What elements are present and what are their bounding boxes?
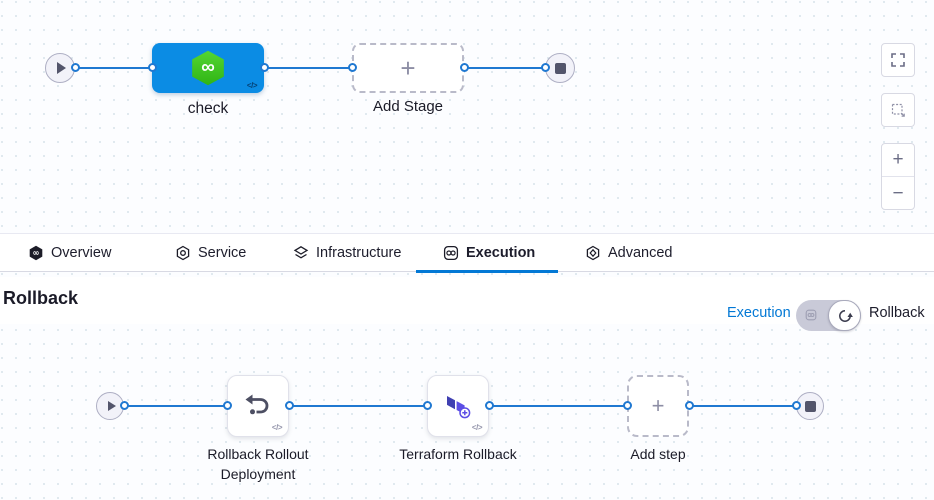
toggle-thumb[interactable] bbox=[828, 300, 861, 331]
connector-port[interactable] bbox=[541, 63, 550, 72]
stage-yaml-icon: </> bbox=[246, 81, 258, 90]
stop-icon bbox=[554, 62, 566, 74]
connector-port[interactable] bbox=[71, 63, 80, 72]
zoom-controls: + − bbox=[881, 143, 915, 210]
connector-port[interactable] bbox=[623, 401, 632, 410]
plus-icon: + bbox=[651, 393, 665, 418]
execution-rollback-toggle[interactable] bbox=[796, 300, 861, 331]
step-yaml-icon: </> bbox=[471, 423, 483, 432]
rollback-execution-canvas[interactable]: Rollback Execution Rollback bbox=[0, 272, 934, 500]
svg-text:∞: ∞ bbox=[32, 248, 39, 258]
connector-port[interactable] bbox=[423, 401, 432, 410]
connector-port[interactable] bbox=[223, 401, 232, 410]
tab-label: Infrastructure bbox=[316, 244, 402, 261]
fullscreen-button[interactable] bbox=[881, 43, 915, 77]
connector-port[interactable] bbox=[348, 63, 357, 72]
connector-port[interactable] bbox=[792, 401, 801, 410]
plus-icon: + bbox=[892, 149, 904, 170]
zoom-out-button[interactable]: − bbox=[882, 177, 914, 210]
step-yaml-icon: </> bbox=[271, 423, 283, 432]
step-node-rollback-rollout-deployment[interactable]: </> bbox=[227, 375, 289, 437]
stage-canvas[interactable]: ∞ </> check + Add Stage bbox=[0, 0, 934, 233]
step-node-terraform-rollback[interactable]: </> bbox=[427, 375, 489, 437]
add-stage-label: Add Stage bbox=[372, 98, 444, 115]
tab-infrastructure[interactable]: Infrastructure bbox=[293, 234, 401, 271]
harness-cd-stage-icon: ∞ bbox=[192, 50, 224, 86]
execution-mode-link[interactable]: Execution bbox=[727, 305, 791, 321]
tab-label: Overview bbox=[51, 244, 112, 261]
execution-mini-icon bbox=[805, 309, 817, 321]
tab-service[interactable]: Service bbox=[175, 234, 246, 271]
tab-label: Advanced bbox=[608, 244, 673, 261]
connector-port[interactable] bbox=[260, 63, 269, 72]
rollback-section-title: Rollback bbox=[3, 288, 79, 308]
stop-icon bbox=[804, 400, 816, 412]
add-step-button[interactable]: + bbox=[627, 375, 689, 437]
stage-connector-line bbox=[60, 67, 560, 69]
rollback-arrow-icon bbox=[245, 394, 269, 415]
stage-label: check bbox=[187, 100, 229, 117]
marquee-select-button[interactable] bbox=[881, 93, 915, 127]
add-step-label: Add step bbox=[630, 446, 686, 462]
tab-label: Service bbox=[198, 244, 247, 261]
active-tab-underline bbox=[416, 270, 558, 273]
add-stage-button[interactable]: + bbox=[352, 43, 464, 93]
stage-config-tabs: ∞ Overview Service Infrastructure bbox=[0, 233, 934, 273]
pipeline-start-node bbox=[45, 53, 75, 83]
rollback-mode-label: Rollback bbox=[869, 305, 925, 321]
fullscreen-icon bbox=[891, 53, 905, 67]
tab-advanced[interactable]: Advanced bbox=[585, 234, 673, 271]
connector-port[interactable] bbox=[148, 63, 157, 72]
connector-port[interactable] bbox=[285, 401, 294, 410]
marquee-select-icon bbox=[891, 103, 905, 117]
minus-icon: − bbox=[892, 182, 904, 204]
play-icon bbox=[107, 401, 116, 411]
tab-label: Execution bbox=[466, 244, 536, 261]
play-icon bbox=[57, 62, 66, 74]
connector-port[interactable] bbox=[485, 401, 494, 410]
stage-node-check[interactable]: ∞ </> bbox=[152, 43, 264, 93]
service-icon bbox=[176, 245, 190, 260]
plus-icon: + bbox=[400, 52, 416, 83]
connector-port[interactable] bbox=[685, 401, 694, 410]
harness-logo-icon: ∞ bbox=[29, 245, 43, 260]
connector-port[interactable] bbox=[460, 63, 469, 72]
rollback-mode-icon bbox=[838, 309, 853, 322]
execution-icon bbox=[443, 245, 459, 260]
tab-overview[interactable]: ∞ Overview bbox=[28, 234, 111, 271]
advanced-icon bbox=[586, 245, 600, 260]
step-label: Terraform Rollback bbox=[399, 446, 517, 462]
rollback-header-band bbox=[0, 277, 934, 324]
zoom-in-button[interactable]: + bbox=[882, 144, 914, 177]
tab-execution[interactable]: Execution bbox=[443, 234, 535, 271]
step-label: Rollback Rollout Deployment bbox=[207, 446, 309, 482]
rollback-start-node bbox=[96, 392, 124, 420]
pipeline-end-node bbox=[545, 53, 575, 83]
connector-port[interactable] bbox=[120, 401, 129, 410]
infrastructure-icon bbox=[293, 245, 309, 259]
terraform-icon bbox=[446, 395, 470, 418]
